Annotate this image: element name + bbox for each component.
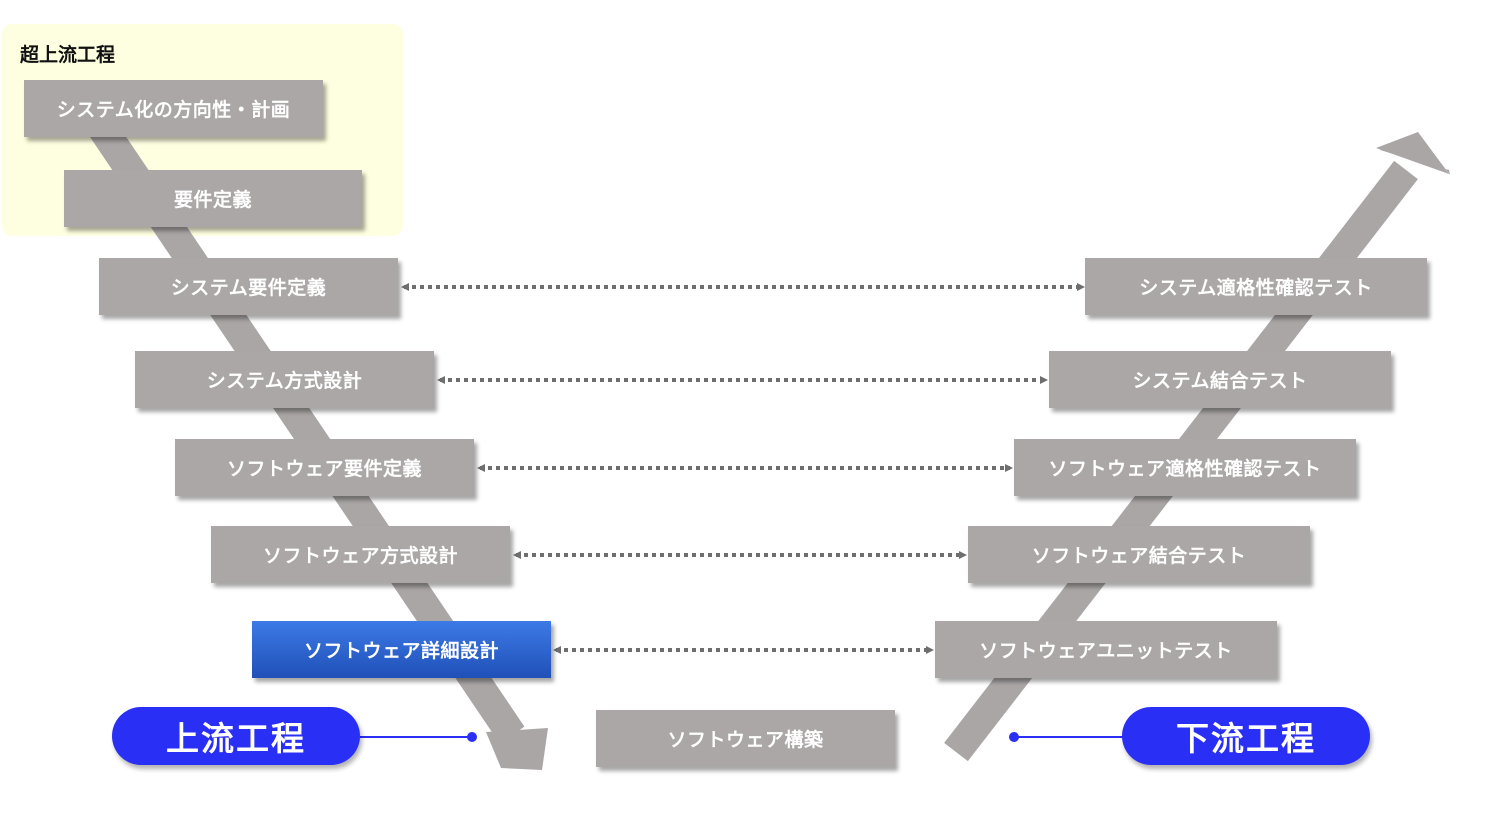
step-software-unit-test[interactable]: ソフトウェアユニットテスト: [935, 621, 1277, 678]
step-system-architecture[interactable]: システム方式設計: [135, 351, 434, 408]
upstream-pill: 上流工程: [112, 707, 360, 765]
super-upstream-label: 超上流工程: [20, 44, 116, 66]
step-system-direction-planning[interactable]: システム化の方向性・計画: [24, 80, 323, 137]
step-system-qualification-test[interactable]: システム適格性確認テスト: [1085, 258, 1427, 315]
step-software-construction[interactable]: ソフトウェア構築: [596, 710, 895, 767]
step-requirements-definition[interactable]: 要件定義: [64, 170, 362, 227]
downstream-pill: 下流工程: [1122, 707, 1370, 765]
upstream-connector-dot: [467, 732, 477, 742]
step-software-integration-test[interactable]: ソフトウェア結合テスト: [968, 526, 1310, 583]
step-software-detailed-design[interactable]: ソフトウェア詳細設計: [252, 621, 551, 678]
downstream-connector-dot: [1009, 732, 1019, 742]
step-software-architecture[interactable]: ソフトウェア方式設計: [211, 526, 510, 583]
step-system-integration-test[interactable]: システム結合テスト: [1049, 351, 1391, 408]
step-software-qualification-test[interactable]: ソフトウェア適格性確認テスト: [1014, 439, 1356, 496]
step-system-requirements[interactable]: システム要件定義: [99, 258, 398, 315]
step-software-requirements[interactable]: ソフトウェア要件定義: [175, 439, 474, 496]
